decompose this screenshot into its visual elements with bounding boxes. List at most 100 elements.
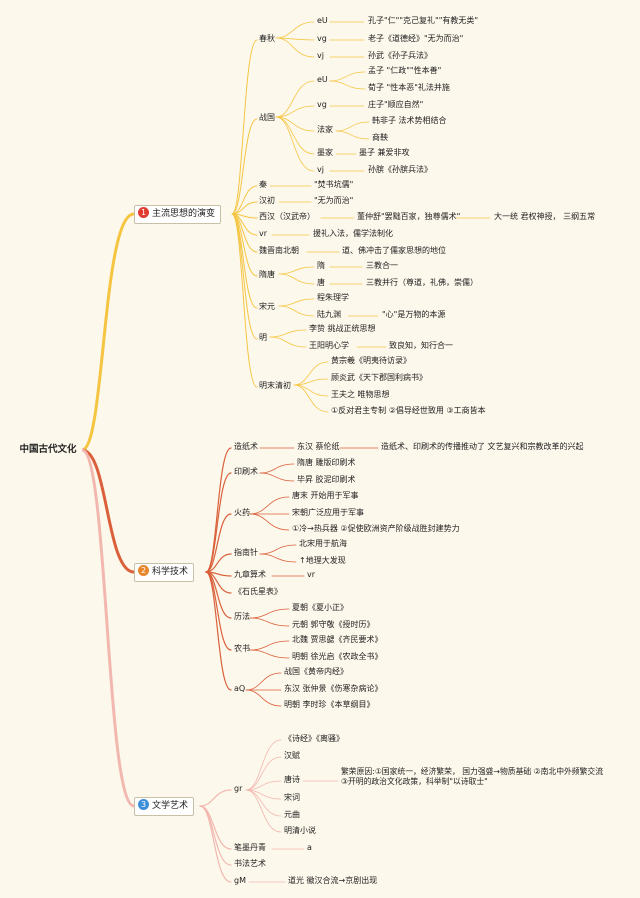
leaf-sunwu[interactable]: 孙武《孙子兵法》 (368, 51, 432, 60)
leaf-mengzi[interactable]: 孟子 "仁政""性本善" (368, 66, 442, 75)
node-bimo[interactable]: 笔墨丹青 (234, 843, 266, 852)
node-vr[interactable]: vr (259, 229, 268, 238)
leaf-jingju[interactable]: 道光 徽汉合流→京剧出现 (288, 876, 378, 885)
leaf-xunzi[interactable]: 荀子 "性本恶"礼法并施 (368, 83, 450, 92)
leaf-nongzheng[interactable]: 明朝 徐光启《农政全书》 (292, 652, 383, 661)
node-xihan[interactable]: 西汉（汉武帝） (259, 212, 315, 221)
node-gm[interactable]: gM (234, 876, 246, 885)
node-fajia[interactable]: 法家 (317, 125, 333, 134)
node-chunqiu[interactable]: 春秋 (259, 34, 275, 43)
node-lujiuyuan[interactable]: 陆九渊 (317, 310, 341, 319)
leaf-mozi[interactable]: 墨子 兼爱非攻 (359, 148, 410, 157)
leaf-mingqing-summary[interactable]: ①反对君主专制 ②倡导经世致用 ③工商皆本 (331, 406, 486, 415)
leaf-songchao[interactable]: 宋朝广泛应用于军事 (292, 508, 364, 517)
node-lifa[interactable]: 历法 (234, 612, 250, 621)
node-mojia[interactable]: 墨家 (317, 148, 333, 157)
b1-zhanguo-connector (231, 118, 258, 215)
leaf-sanjiaoheyi[interactable]: 三教合一 (366, 261, 398, 270)
node-chunqiu-bing[interactable]: vj (317, 51, 324, 60)
node-jiuzhang[interactable]: 九章算术 (234, 570, 266, 579)
leaf-dilifaxian[interactable]: ↑地理大发现 (299, 556, 346, 565)
leaf-diaoban[interactable]: 隋唐 雕版印刷术 (297, 458, 356, 467)
node-mingqing[interactable]: 明末清初 (259, 381, 291, 390)
leaf-hanfu[interactable]: 汉赋 (284, 751, 300, 760)
node-tang[interactable]: 唐 (317, 278, 325, 287)
leaf-dayitong[interactable]: 大一统 君权神授， 三纲五常 (494, 212, 596, 221)
leaf-lengre[interactable]: ①冷→热兵器 ②促使欧洲资产阶级战胜封建势力 (292, 524, 460, 533)
node-shufa[interactable]: 书法艺术 (234, 859, 266, 868)
leaf-shangyang[interactable]: 商鞅 (372, 133, 388, 142)
leaf-dongzhongshu[interactable]: 董仲舒"罢黜百家，独尊儒术" (357, 212, 461, 221)
node-zhanguo-ru[interactable]: eU (317, 75, 328, 84)
b3-gm-connector (199, 805, 232, 883)
leaf-bencao[interactable]: 明朝 李时珍《本草纲目》 (284, 700, 375, 709)
leaf-shoushili[interactable]: 元朝 郭守敬《授时历》 (292, 620, 375, 629)
leaf-shijing[interactable]: 《诗经》《离骚》 (284, 734, 344, 743)
leaf-jiuzhang-vr[interactable]: vr (307, 570, 316, 579)
leaf-tangmo[interactable]: 唐末 开始用于军事 (292, 491, 359, 500)
leaf-sunbin[interactable]: 孙膑《孙膑兵法》 (368, 165, 432, 174)
gr-child-connector (245, 789, 282, 833)
node-hanchu[interactable]: 汉初 (259, 196, 275, 205)
node-ming[interactable]: 明 (259, 333, 267, 342)
leaf-zhuangzi[interactable]: 庄子"顺应自然" (368, 100, 424, 109)
node-zhanguo-bing[interactable]: vj (317, 165, 324, 174)
mingqing-child-connector (293, 361, 329, 386)
leaf-laozi[interactable]: 老子《道德经》"无为而治" (368, 34, 464, 43)
node-zhanguo[interactable]: 战国 (259, 113, 275, 122)
leaf-kongzi[interactable]: 孔子"仁""克己复礼""有教无类" (368, 16, 479, 25)
node-yinshua[interactable]: 印刷术 (234, 467, 258, 476)
leaf-fenshu[interactable]: "焚书坑儒" (314, 180, 354, 189)
node-shishixingbiao[interactable]: 《石氏星表》 (234, 587, 282, 596)
node-zhinanzhen[interactable]: 指南针 (234, 548, 258, 557)
leaf-wuwei[interactable]: "无为而治" (314, 196, 354, 205)
node-gr[interactable]: gr (234, 784, 243, 793)
leaf-hanghai[interactable]: 北宋用于航海 (299, 539, 347, 548)
leaf-zhiliangzhi[interactable]: 致良知，知行合一 (389, 341, 453, 350)
node-chunqiu-ru[interactable]: eU (317, 16, 328, 25)
node-qin[interactable]: 秦 (259, 180, 267, 189)
node-chunqiu-dao[interactable]: vg (317, 34, 327, 43)
leaf-yuanli[interactable]: 援礼入法，儒学法制化 (313, 229, 393, 238)
leaf-xiaoshuo[interactable]: 明清小说 (284, 826, 316, 835)
node-weijin[interactable]: 魏晋南北朝 (259, 246, 299, 255)
node-suitang[interactable]: 隋唐 (259, 270, 275, 279)
leaf-cailun[interactable]: 东汉 蔡伦纸 (297, 442, 340, 451)
leaf-huangdineijing[interactable]: 战国《黄帝内经》 (284, 667, 348, 676)
leaf-chengzhu[interactable]: 程朱理学 (317, 293, 349, 302)
root-branch3-connector (80, 448, 136, 808)
leaf-qiminyaoshu[interactable]: 北魏 贾思勰《齐民要术》 (292, 635, 383, 644)
leaf-huangzongxi[interactable]: 黄宗羲《明夷待访录》 (331, 356, 411, 365)
gr-child-connector (245, 756, 282, 791)
branch-title: 文学艺术 (152, 801, 189, 811)
node-zaozhi[interactable]: 造纸术 (234, 442, 258, 451)
leaf-sanjiaobingxing[interactable]: 三教并行（尊道，礼佛，崇儒） (366, 278, 478, 287)
leaf-bisheng[interactable]: 毕昇 胶泥印刷术 (297, 475, 356, 484)
node-songyuan[interactable]: 宋元 (259, 302, 275, 311)
node-zhanguo-dao[interactable]: vg (317, 100, 327, 109)
leaf-fanrong[interactable]: 繁荣原因:①国家统一，经济繁荣， 国力强盛→物质基础 ②南北中外频繁交流 ③开明… (341, 767, 603, 786)
leaf-lizhi[interactable]: 李贽 挑战正统思想 (309, 324, 376, 333)
leaf-daofo[interactable]: 道、佛冲击了儒家思想的地位 (342, 246, 446, 255)
node-nongshu[interactable]: 农书 (234, 644, 250, 653)
leaf-spread[interactable]: 造纸术、印刷术的传播推动了 文艺复兴和宗教改革的兴起 (381, 442, 584, 451)
leaf-guyanwu[interactable]: 顾炎武《天下郡国利病书》 (331, 373, 427, 382)
leaf-shanghan[interactable]: 东汉 张仲景《伤寒杂病论》 (284, 684, 383, 693)
node-sui[interactable]: 隋 (317, 261, 325, 270)
leaf-xin[interactable]: "心"是万物的本源 (382, 310, 446, 319)
leaf-hanfeizi[interactable]: 韩非子 法术势相结合 (372, 116, 447, 125)
leaf-yuanqu[interactable]: 元曲 (284, 810, 300, 819)
node-tangshi[interactable]: 唐诗 (284, 775, 300, 784)
node-huoyao[interactable]: 火药 (234, 508, 250, 517)
leaf-wangfuzhi[interactable]: 王夫之 唯物思想 (331, 390, 390, 399)
leaf-bimo-a[interactable]: a (307, 843, 312, 852)
leaf-songci[interactable]: 宋词 (284, 793, 300, 802)
number-badge-1: 1 (138, 207, 149, 218)
leaf-xiaxiaozheng[interactable]: 夏朝《夏小正》 (292, 603, 348, 612)
root-topic[interactable]: 中国古代文化 (14, 440, 82, 460)
node-wangyangming[interactable]: 王阳明心学 (309, 341, 349, 350)
node-aq[interactable]: aQ (234, 684, 246, 693)
